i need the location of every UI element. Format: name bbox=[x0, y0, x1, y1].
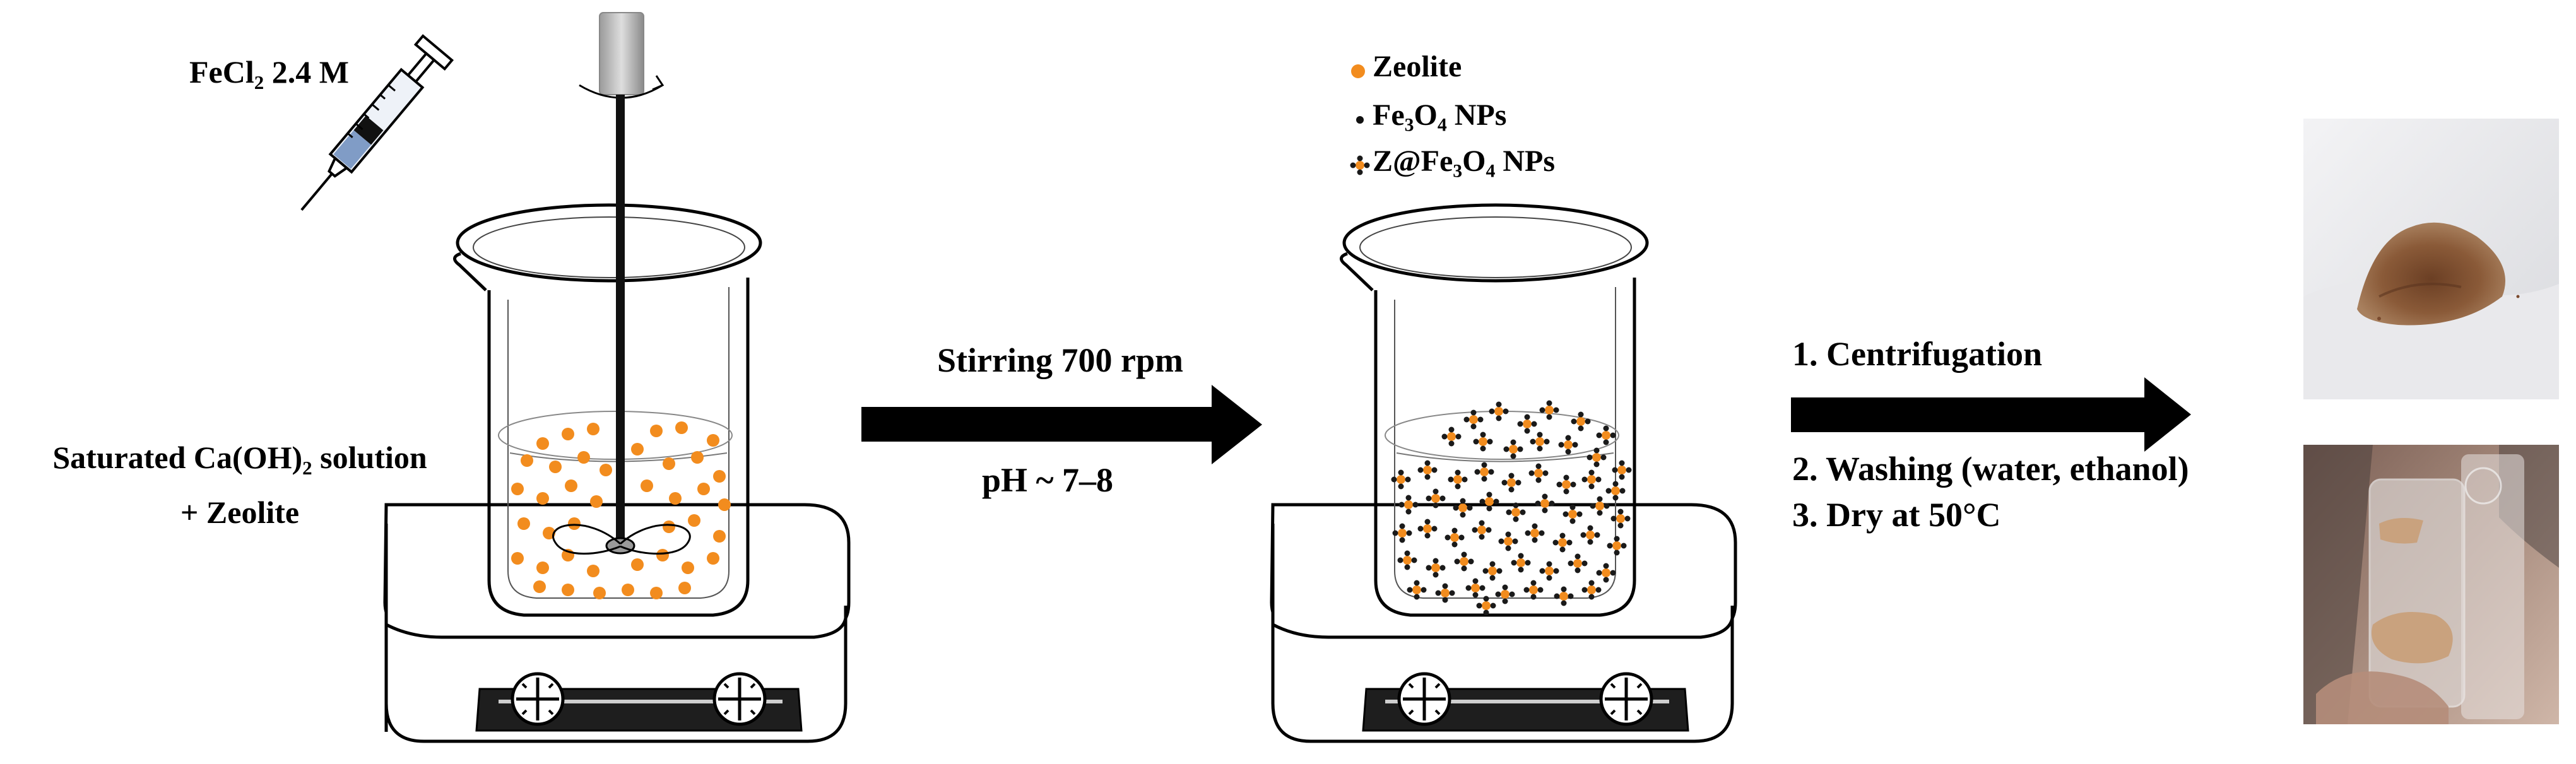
hot-plate-middle bbox=[1270, 503, 1737, 743]
knob-icon bbox=[712, 672, 767, 726]
legend-fe3o4: Fe3O4 NPs bbox=[1373, 98, 1507, 136]
ph-label: pH ~ 7–8 bbox=[981, 461, 1114, 499]
washing-label: 2. Washing (water, ethanol) bbox=[1792, 450, 2189, 488]
photo-icon bbox=[2303, 445, 2559, 724]
zeolite-particles-left bbox=[511, 421, 731, 599]
stirring-label: Stirring 700 rpm bbox=[937, 341, 1183, 379]
zeolite-legend-icon bbox=[1351, 64, 1365, 78]
syringe-label: FeCl2 2.4 M bbox=[189, 54, 349, 93]
legend-zeolite: Zeolite bbox=[1373, 50, 1462, 83]
solution-label: Saturated Ca(OH)2 solution + Zeolite bbox=[52, 440, 427, 530]
hot-plate-left bbox=[383, 503, 851, 743]
syringe-icon bbox=[300, 34, 454, 211]
arrow-icon bbox=[1791, 377, 2191, 452]
stirrer-motor-icon bbox=[552, 12, 691, 555]
photo-icon bbox=[2303, 119, 2559, 399]
composite-legend-icon bbox=[1350, 155, 1370, 175]
legend bbox=[1350, 64, 1370, 175]
beaker-icon bbox=[453, 203, 762, 617]
knob-icon bbox=[511, 672, 565, 726]
legend-composite: Z@Fe3O4 NPs bbox=[1373, 144, 1556, 182]
centrifugation-label: 1. Centrifugation bbox=[1792, 335, 2042, 373]
drying-label: 3. Dry at 50°C bbox=[1792, 496, 2001, 534]
arrow-icon bbox=[861, 385, 1262, 464]
fe3o4-legend-icon bbox=[1356, 116, 1364, 124]
knob-icon bbox=[1397, 672, 1451, 726]
knob-icon bbox=[1599, 672, 1653, 726]
